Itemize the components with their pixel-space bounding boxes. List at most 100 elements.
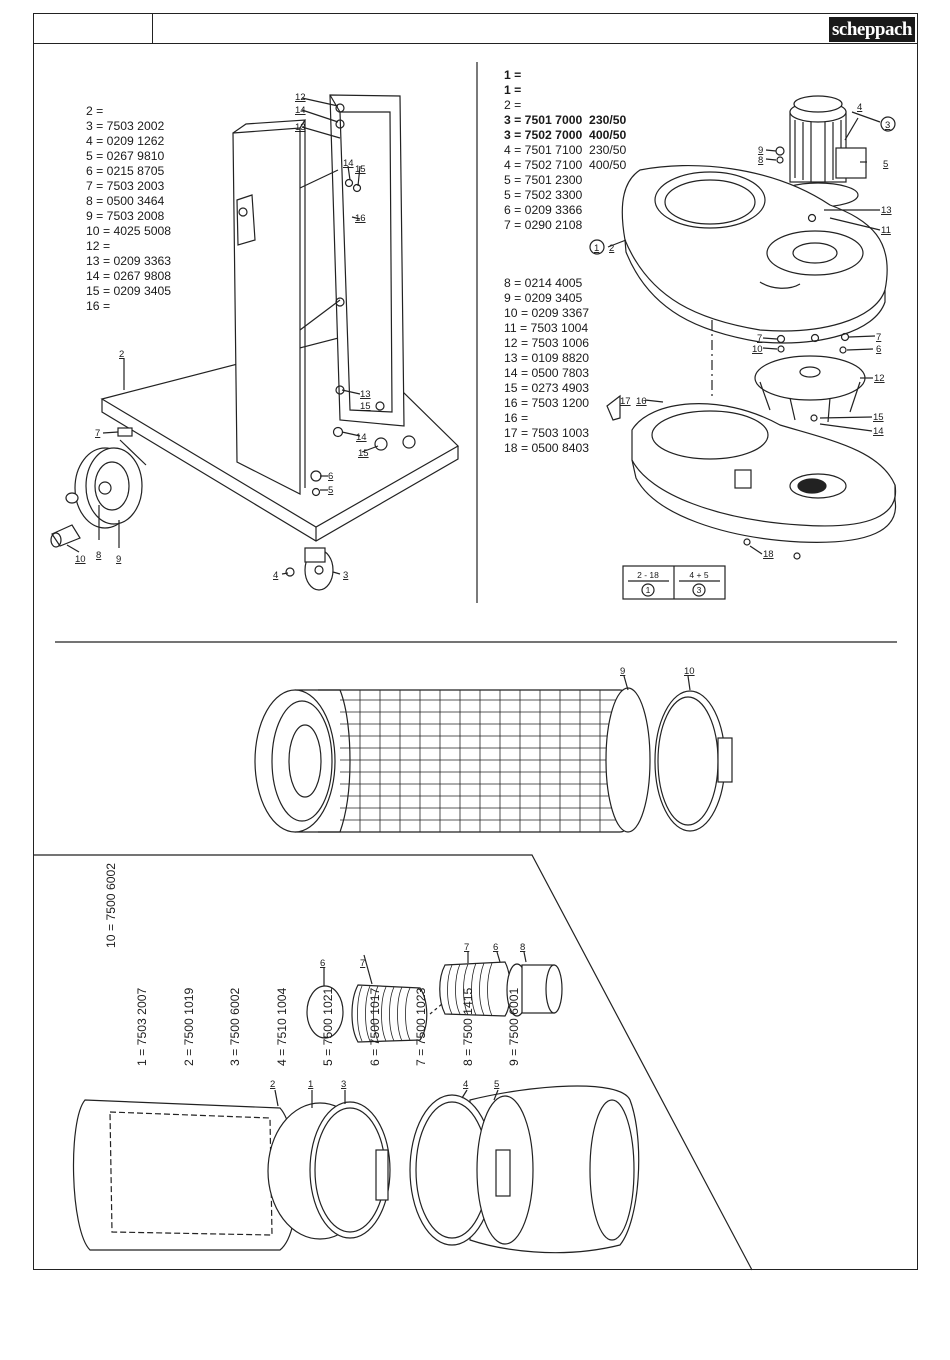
bag-parts-list: 1 = 7503 2007 2 = 7500 1019 3 = 7500 600…: [104, 988, 538, 1066]
stand-part: 8 = 0500 3464: [86, 194, 165, 208]
stand-part: 10 = 4025 5008: [86, 224, 172, 238]
fan-part: 10 = 0209 3367: [504, 306, 590, 320]
callout-stand-8: 15: [360, 401, 371, 412]
key-left-ref: 1: [646, 585, 651, 595]
callout-bag-3: 6: [493, 942, 498, 953]
callout-fan-16: 15: [873, 412, 884, 423]
bag-part: 8 = 7500 1415: [460, 987, 475, 1066]
fan-part: 15 = 0273 4903: [504, 381, 590, 395]
callout-fan-5: 13: [881, 205, 892, 216]
stand-part: 5 = 0267 9810: [86, 149, 165, 163]
callout-fan-11: 6: [876, 344, 881, 355]
fan-part: 2 =: [504, 98, 522, 112]
callout-fan-3: 8: [758, 155, 763, 166]
stand-part: 7 = 7503 2003: [86, 179, 165, 193]
callout-stand-18: 3: [343, 570, 348, 581]
stand-part: 3 = 7503 2002: [86, 119, 165, 133]
callout-fan-15: 16: [636, 396, 647, 407]
callout-fan-14: 17: [620, 396, 631, 407]
fan-part: 5 = 7501 2300: [504, 173, 583, 187]
stand-part: 6 = 0215 8705: [86, 164, 165, 178]
callout-fan-9: 7: [757, 333, 762, 344]
callout-stand-6: 2: [119, 349, 124, 360]
callout-bag-5: 2: [270, 1079, 275, 1090]
bag-part: 3 = 7500 6002: [228, 987, 242, 1066]
callout-bag-1: 7: [360, 958, 365, 969]
callout-fan-17: 14: [873, 426, 884, 437]
fan-part: 4 = 7501 7100 230/50: [504, 143, 627, 157]
fan-part: 6 = 0209 3366: [504, 203, 583, 217]
fan-parts-list-top: 1 = 1 = 2 = 3 = 7501 7000 230/50 3 = 750…: [504, 68, 626, 233]
fan-part: 5 = 7502 3300: [504, 188, 583, 202]
stand-part: 16 =: [86, 299, 111, 313]
callout-fan-18: 18: [763, 549, 774, 560]
callout-stand-5: 16: [355, 213, 366, 224]
callout-bag-8: 4: [463, 1079, 468, 1090]
callout-stand-10: 15: [358, 448, 369, 459]
callout-bag-9: 5: [494, 1079, 499, 1090]
callout-fan-12: 7: [876, 332, 881, 343]
bag-part: 5 = 7500 1021: [321, 987, 335, 1066]
callout-bag-0: 6: [320, 958, 325, 969]
callout-stand-0: 12: [295, 92, 306, 103]
bag-part: 4 = 7510 1004: [274, 987, 289, 1066]
fan-part: 13 = 0109 8820: [504, 351, 590, 365]
callout-stand-3: 14: [343, 158, 354, 169]
callout-stand-12: 5: [328, 485, 333, 496]
fan-parts-list-bottom: 8 = 0214 4005 9 = 0209 3405 10 = 0209 33…: [504, 276, 589, 456]
callout-stand-1: 14: [295, 105, 306, 116]
callout-filter-1: 10: [684, 666, 695, 677]
fan-part: 1 =: [504, 83, 522, 97]
divider-bag-section: [33, 854, 753, 1271]
fan-housing-drawing: [589, 95, 897, 600]
bag-hose-drawing: [72, 951, 640, 1254]
fan-part: 7 = 0290 2108: [504, 218, 583, 232]
fan-part: 4 = 7502 7100 400/50: [504, 158, 627, 172]
stand-parts-list: 2 = 3 = 7503 2002 4 = 0209 1262 5 = 0267…: [86, 104, 171, 314]
stand-part: 4 = 0209 1262: [86, 134, 165, 148]
callout-fan-0: 4: [857, 102, 862, 113]
fan-part: 16 =: [504, 411, 529, 425]
header-cell-right: [153, 13, 918, 44]
key-right-range: 4 + 5: [689, 570, 708, 580]
stand-part: 13 = 0209 3363: [86, 254, 172, 268]
stand-part: 9 = 7503 2008: [86, 209, 165, 223]
callout-bag-4: 8: [520, 942, 525, 953]
callout-stand-11: 6: [328, 471, 333, 482]
stand-part: 14 = 0267 9808: [86, 269, 172, 283]
fan-part: 16 = 7503 1200: [504, 396, 590, 410]
bag-part: 7 = 7500 1023: [414, 987, 428, 1066]
fan-part: 11 = 7503 1004: [504, 321, 589, 335]
bag-part: 1 = 7503 2007: [135, 987, 149, 1066]
callout-stand-14: 8: [96, 550, 101, 561]
bag-part: 6 = 7500 1017: [367, 987, 382, 1066]
callout-fan-13: 12: [874, 373, 885, 384]
bag-part: 9 = 7500 6001: [507, 987, 521, 1066]
callout-bag-6: 1: [308, 1079, 313, 1090]
callout-bag-2: 7: [464, 942, 469, 953]
callout-stand-16: 10: [75, 554, 86, 565]
callout-fan-1: 3: [885, 120, 890, 131]
fan-part: 3 = 7502 7000 400/50: [504, 128, 627, 142]
callout-stand-13: 7: [95, 428, 100, 439]
callout-fan-2: 9: [758, 145, 763, 156]
callout-labels: 12 14 13 14 15 16 2 13 15 14 15 6 5 7 8 …: [75, 92, 892, 1090]
header-cell-left: [33, 13, 153, 44]
fan-part: 9 = 0209 3405: [504, 291, 583, 305]
assembly-key: 2 - 18 1 4 + 5 3: [637, 570, 709, 595]
bag-part-extra: 10 = 7500 6002: [104, 862, 118, 948]
callout-fan-6: 11: [881, 225, 891, 236]
filter-cartridge-drawing: [254, 675, 733, 833]
fan-part: 12 = 7503 1006: [504, 336, 590, 350]
callout-stand-4: 15: [355, 164, 366, 175]
key-right-ref: 3: [697, 585, 702, 595]
callout-filter-0: 9: [620, 666, 625, 677]
bag-part: 2 = 7500 1019: [181, 987, 196, 1066]
brand-logo: scheppach: [829, 17, 915, 42]
callout-stand-9: 14: [356, 432, 367, 443]
callout-fan-8: 2: [609, 243, 614, 254]
callout-fan-4: 5: [883, 159, 888, 170]
callout-fan-10: 10: [752, 344, 763, 355]
fan-part: 18 = 0500 8403: [504, 441, 590, 455]
callout-fan-7: 1: [594, 243, 599, 254]
